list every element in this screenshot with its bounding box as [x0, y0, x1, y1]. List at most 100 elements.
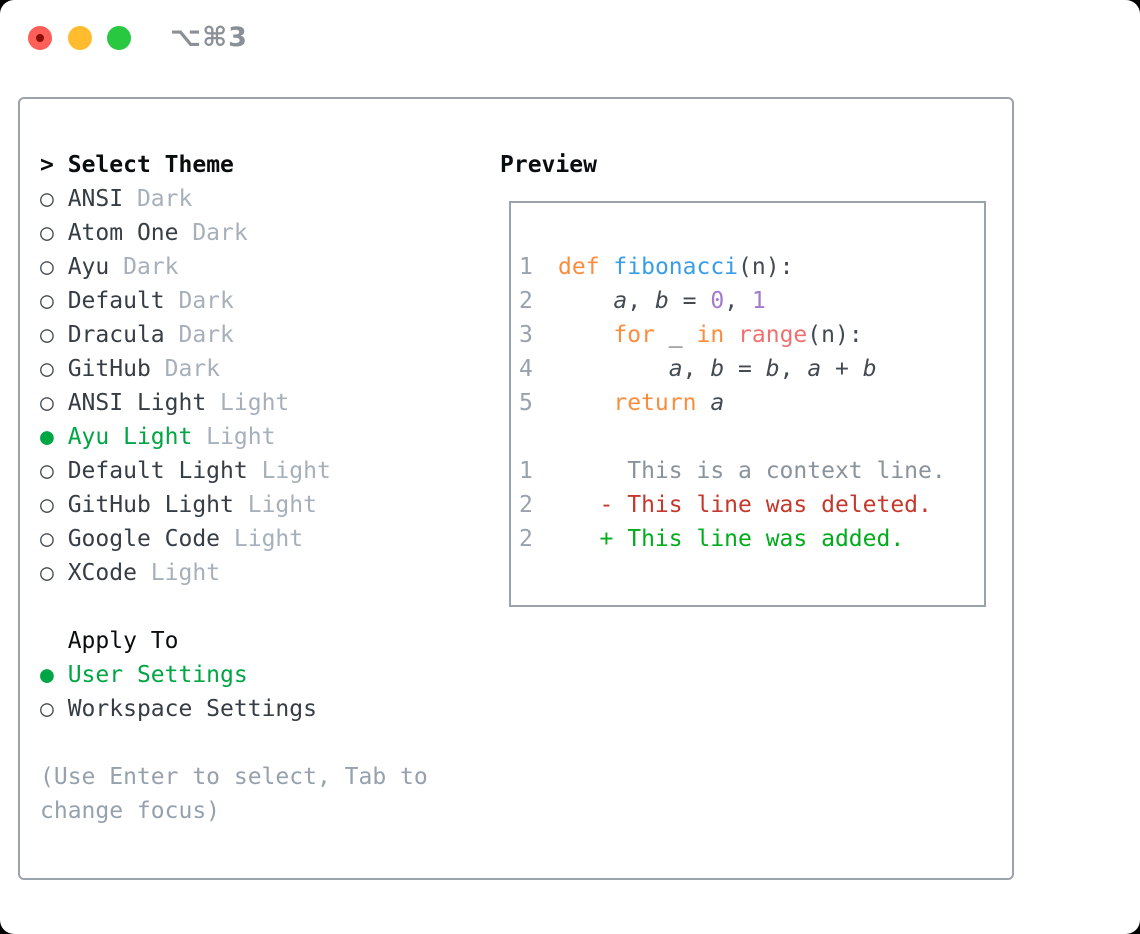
code-text: a, b = 0, 1	[558, 284, 766, 318]
panel-body: > Select Theme ○ ANSI Dark○ Atom One Dar…	[20, 99, 1012, 878]
code-line: 2 a, b = 0, 1	[519, 284, 984, 318]
title-bar: ⌥⌘3	[0, 0, 1140, 76]
token-fg: ,	[627, 288, 655, 314]
apply-option-workspace-settings[interactable]: ○ Workspace Settings	[40, 692, 470, 726]
zoom-button[interactable]	[107, 26, 131, 50]
code-line: 5 return a	[519, 386, 984, 420]
token-fg: ,	[779, 356, 808, 382]
theme-option-github-light[interactable]: ○ GitHub Light Light	[40, 488, 470, 522]
token-special: range	[738, 322, 808, 348]
token-fg: ,	[682, 356, 711, 382]
token-add: + This line was added.	[558, 526, 905, 552]
theme-picker: > Select Theme ○ ANSI Dark○ Atom One Dar…	[40, 148, 470, 828]
token-fg: +	[821, 356, 863, 382]
line-number: 1	[519, 458, 533, 484]
apply-to-header: Apply To	[40, 624, 470, 658]
line-number: 2	[519, 526, 533, 552]
code-line	[519, 420, 984, 454]
token-num: 0	[710, 288, 725, 314]
code-text: def fibonacci(n):	[558, 250, 793, 284]
theme-name: ANSI Light	[67, 390, 207, 416]
token-fn: fibonacci	[613, 254, 739, 280]
token-var: b	[710, 356, 725, 382]
radio-icon: ○	[40, 492, 68, 518]
spacer	[40, 590, 470, 624]
token-kw: def	[558, 254, 600, 280]
preview-title: Preview	[500, 152, 597, 178]
theme-option-default[interactable]: ○ Default Dark	[40, 284, 470, 318]
line-number: 1	[519, 254, 533, 280]
theme-option-google-code[interactable]: ○ Google Code Light	[40, 522, 470, 556]
radio-icon: ○	[40, 560, 68, 586]
token-del: - This line was deleted.	[558, 492, 932, 518]
token-fg	[696, 390, 710, 416]
theme-option-xcode[interactable]: ○ XCode Light	[40, 556, 470, 590]
token-fg	[724, 322, 738, 348]
radio-icon: ○	[40, 186, 68, 212]
select-theme-header: > Select Theme	[40, 148, 470, 182]
line-number: 2	[519, 492, 533, 518]
focus-caret-icon: >	[40, 152, 54, 178]
theme-variant: Light	[233, 492, 317, 518]
theme-variant: Light	[206, 390, 290, 416]
minimize-button[interactable]	[68, 26, 92, 50]
theme-variant: Dark	[164, 322, 234, 348]
apply-option-label: Workspace Settings	[67, 696, 317, 722]
token-fg: =	[668, 288, 711, 314]
theme-option-dracula[interactable]: ○ Dracula Dark	[40, 318, 470, 352]
theme-variant: Light	[192, 424, 276, 450]
apply-to-title: Apply To	[67, 628, 179, 654]
token-fg: _	[654, 322, 697, 348]
token-fg	[558, 390, 613, 416]
window-title: ⌥⌘3	[170, 22, 248, 53]
apply-option-user-settings[interactable]: ● User Settings	[40, 658, 470, 692]
theme-variant: Dark	[123, 186, 193, 212]
code-line: 2 - This line was deleted.	[519, 488, 984, 522]
code-line: 1 def fibonacci(n):	[519, 250, 984, 284]
theme-option-ansi-light[interactable]: ○ ANSI Light Light	[40, 386, 470, 420]
code-line: 1 This is a context line.	[519, 454, 984, 488]
hint-text: (Use Enter to select, Tab to change focu…	[40, 764, 428, 824]
token-fg	[558, 288, 613, 314]
theme-name: Ayu Light	[67, 424, 193, 450]
radio-icon: ○	[40, 322, 68, 348]
token-kw: return	[613, 390, 697, 416]
radio-icon: ○	[40, 254, 68, 280]
spacer	[40, 726, 470, 760]
theme-variant: Light	[247, 458, 331, 484]
token-var: b	[765, 356, 780, 382]
theme-option-github[interactable]: ○ GitHub Dark	[40, 352, 470, 386]
theme-option-atom-one[interactable]: ○ Atom One Dark	[40, 216, 470, 250]
theme-variant: Light	[136, 560, 221, 586]
close-button[interactable]	[28, 26, 52, 50]
theme-name: Atom One	[67, 220, 179, 246]
token-fg: (n):	[807, 322, 863, 348]
radio-icon: ○	[40, 526, 68, 552]
radio-icon: ○	[40, 390, 68, 416]
line-number: 4	[519, 356, 533, 382]
theme-option-ayu-light[interactable]: ● Ayu Light Light	[40, 420, 470, 454]
token-var: a	[710, 390, 725, 416]
theme-name: Ayu	[67, 254, 110, 280]
code-text: a, b = b, a + b	[558, 352, 877, 386]
token-var: a	[807, 356, 822, 382]
radio-icon: ○	[40, 696, 68, 722]
radio-icon: ○	[40, 220, 68, 246]
theme-option-ansi[interactable]: ○ ANSI Dark	[40, 182, 470, 216]
radio-selected-icon: ●	[40, 662, 68, 688]
code-text: for _ in range(n):	[558, 318, 863, 352]
token-num: 1	[751, 288, 766, 314]
token-var: a	[668, 356, 683, 382]
token-fg: =	[724, 356, 766, 382]
theme-name: XCode	[67, 560, 137, 586]
token-fg	[600, 254, 614, 280]
theme-variant: Dark	[109, 254, 179, 280]
code-text: + This line was added.	[558, 522, 905, 556]
token-fg	[558, 322, 613, 348]
theme-option-ayu[interactable]: ○ Ayu Dark	[40, 250, 470, 284]
theme-option-default-light[interactable]: ○ Default Light Light	[40, 454, 470, 488]
line-number	[519, 420, 546, 454]
